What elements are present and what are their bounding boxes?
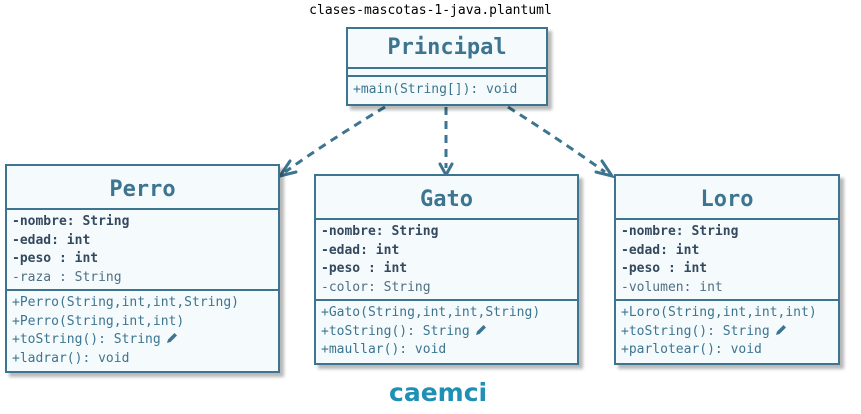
method-row: +toString(): String — [316, 323, 577, 342]
fields-section: -nombre: String -edad: int -peso : int -… — [616, 220, 838, 301]
field-row: -edad: int — [621, 242, 700, 258]
field-row: -raza : String — [12, 269, 122, 285]
class-perro[interactable]: Perro -nombre: String -edad: int -peso :… — [5, 164, 280, 373]
class-name: Perro — [7, 166, 278, 210]
class-loro[interactable]: Loro -nombre: String -edad: int -peso : … — [614, 174, 840, 365]
method-row: +Perro(String,int,int) — [12, 313, 185, 329]
method-row: +ladrar(): void — [12, 350, 130, 366]
method-row: +toString(): String — [616, 323, 838, 342]
field-row: -color: String — [321, 279, 431, 295]
field-row: -edad: int — [321, 242, 400, 258]
class-name: Gato — [316, 176, 577, 220]
field-row: -volumen: int — [621, 279, 723, 295]
dependency-arrow-loro — [507, 105, 606, 174]
method-label: +toString(): String — [621, 323, 770, 339]
pencil-icon — [775, 324, 786, 335]
method-row: +Gato(String,int,int,String) — [321, 305, 541, 320]
methods-section: +Perro(String,int,int,String) +Perro(Str… — [7, 291, 278, 370]
method-label: +toString(): String — [12, 332, 161, 347]
method-row: +Perro(String,int,int,String) — [12, 295, 239, 310]
fields-section — [348, 69, 546, 77]
class-gato[interactable]: Gato -nombre: String -edad: int -peso : … — [314, 174, 579, 365]
methods-section: +Loro(String,int,int,int) +toString(): S… — [616, 301, 838, 362]
arrowhead-loro — [594, 159, 616, 179]
class-name: Principal — [348, 29, 546, 69]
class-name: Loro — [616, 176, 838, 220]
methods-section: +Gato(String,int,int,String) +toString()… — [316, 301, 577, 362]
field-row: -nombre: String — [621, 224, 739, 239]
method-label: +toString(): String — [321, 323, 470, 339]
class-principal[interactable]: Principal +main(String[]): void — [346, 27, 548, 106]
diagram-title: clases-mascotas-1-java.plantuml — [309, 3, 552, 18]
field-row: -peso : int — [12, 251, 99, 266]
field-row: -nombre: String — [321, 224, 439, 239]
dependency-arrow-perro — [284, 105, 386, 174]
field-row: -peso : int — [321, 261, 408, 276]
fields-section: -nombre: String -edad: int -peso : int -… — [7, 210, 278, 291]
methods-section: +main(String[]): void — [348, 77, 546, 102]
arrowhead-perro — [276, 159, 298, 179]
method-row: +Loro(String,int,int,int) — [621, 305, 817, 320]
field-row: -nombre: String — [12, 214, 130, 229]
method-row: +toString(): String — [7, 331, 278, 350]
field-row: -peso : int — [621, 261, 708, 276]
pencil-icon — [475, 324, 486, 335]
method-row: +parlotear(): void — [621, 342, 762, 357]
field-row: -edad: int — [12, 232, 91, 248]
method-row: +main(String[]): void — [353, 82, 518, 97]
caemci-logo: caemci — [389, 378, 488, 407]
pencil-icon — [166, 333, 177, 343]
fields-section: -nombre: String -edad: int -peso : int -… — [316, 220, 577, 301]
method-row: +maullar(): void — [321, 342, 447, 357]
